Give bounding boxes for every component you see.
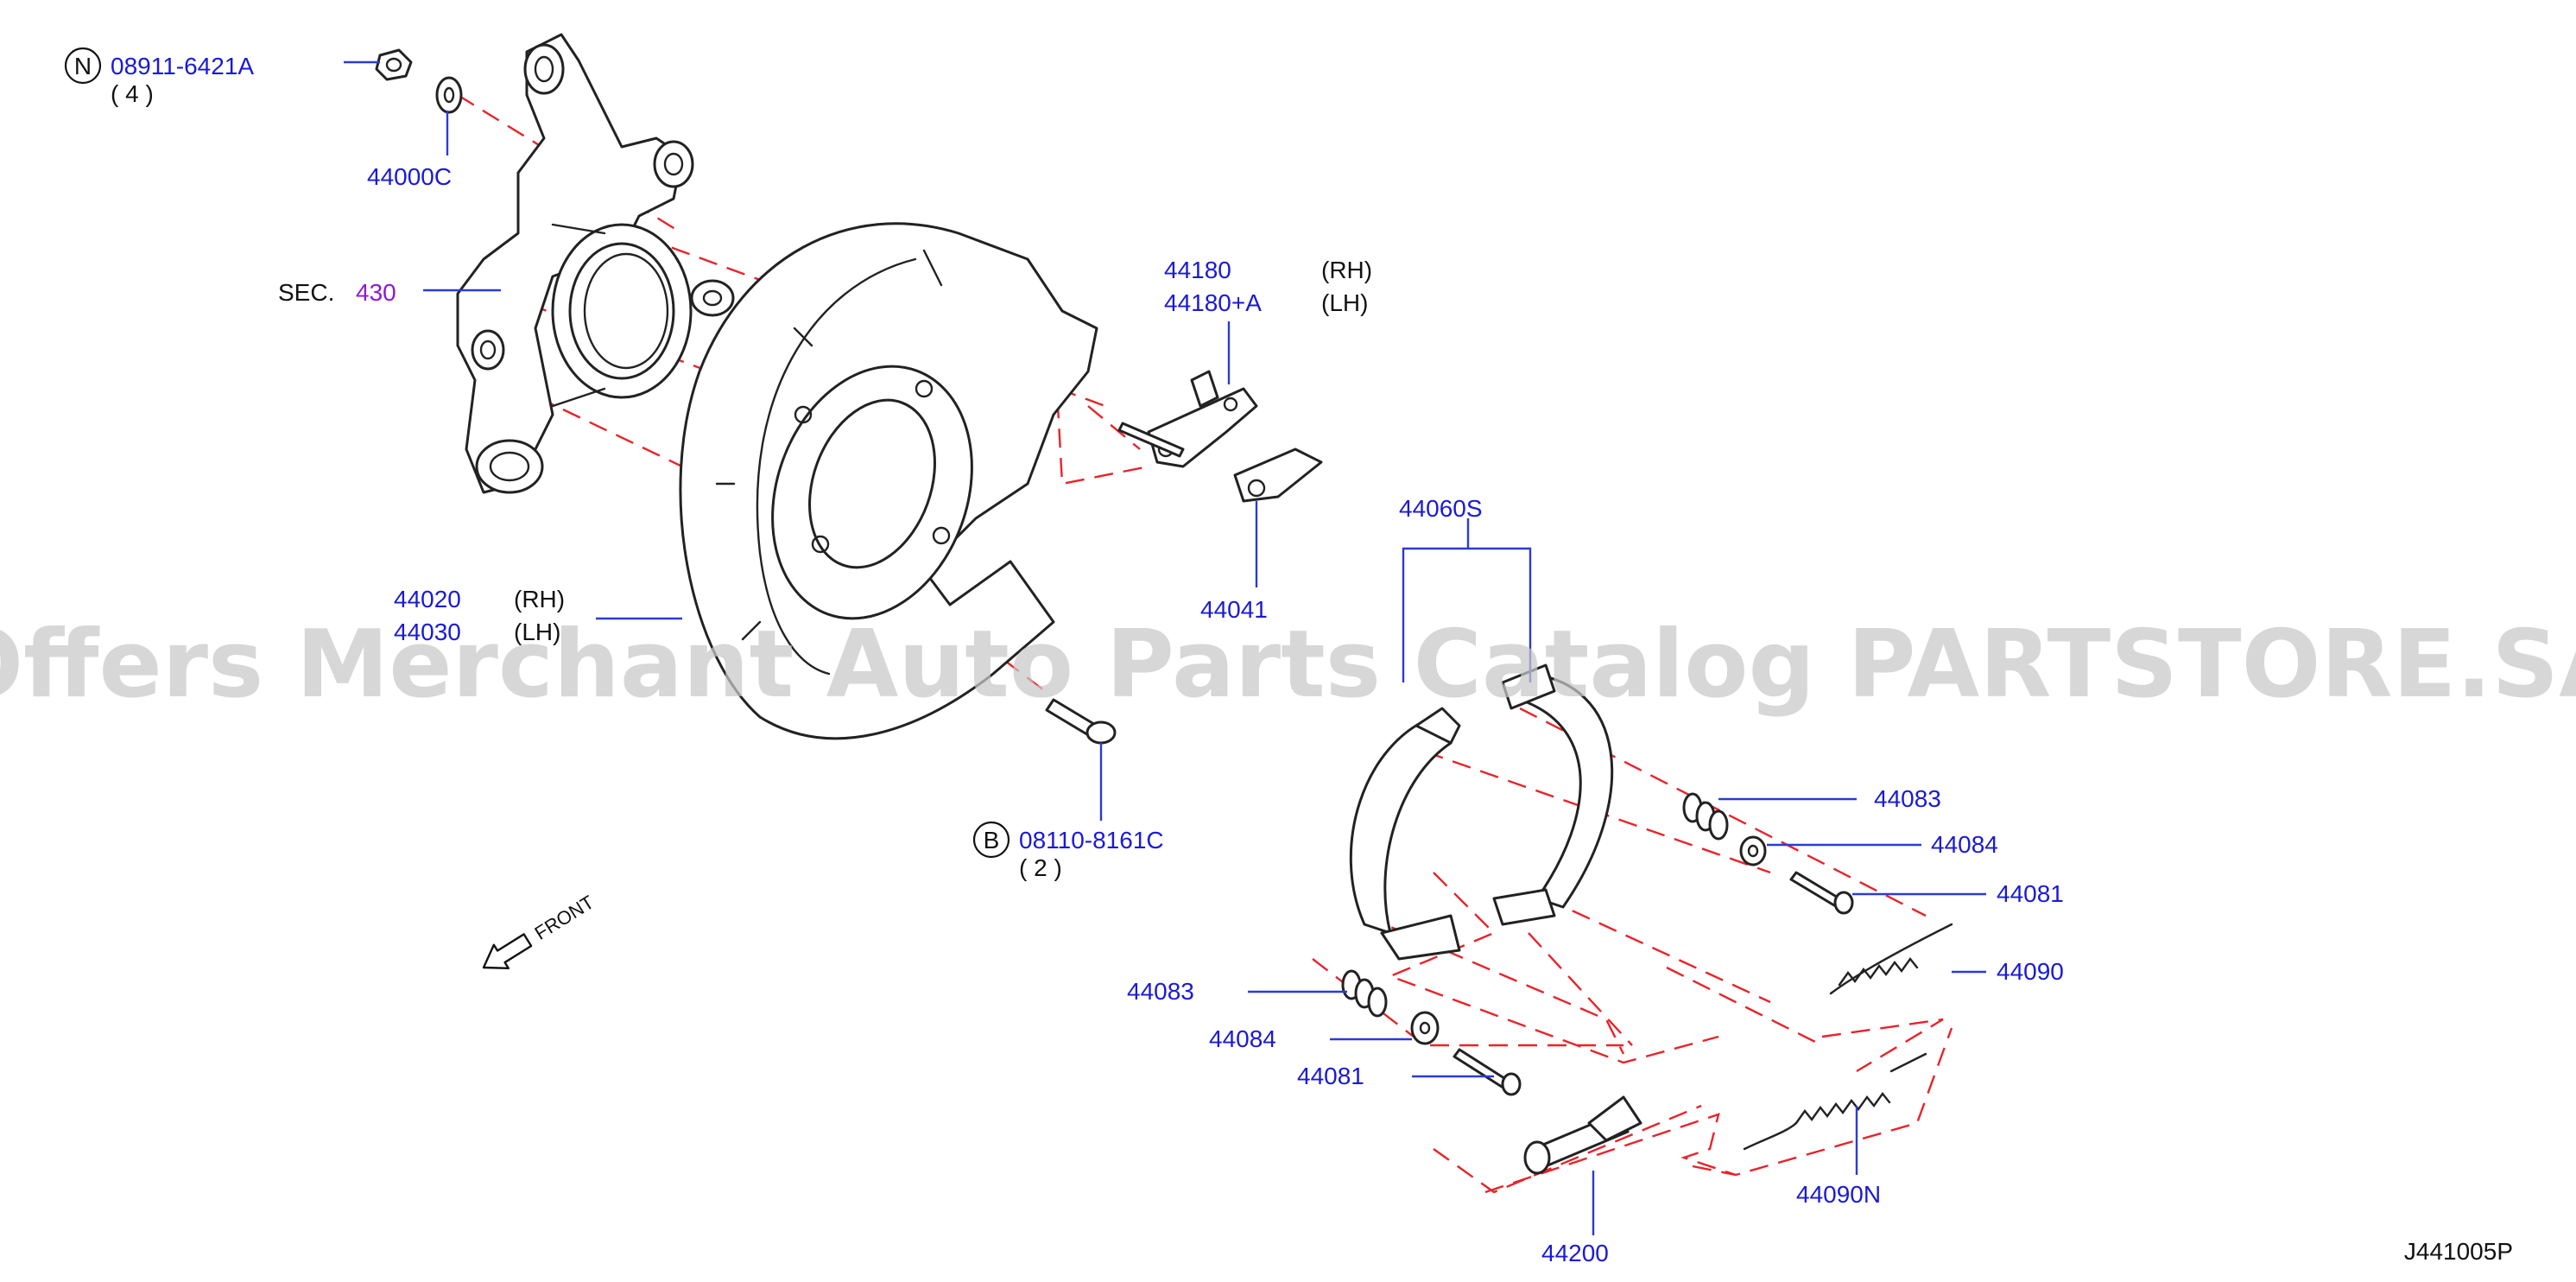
hold-down-spring-lower [1341, 969, 1388, 1018]
nut-icon [375, 48, 413, 81]
shoe-set-part-number[interactable]: 44060S [1399, 495, 1483, 522]
return-spring-n [1743, 1052, 1927, 1151]
watermark: Offers Merchant Auto Parts Catalog PARTS… [0, 611, 2576, 719]
front-arrow-icon [482, 933, 533, 970]
brake-shoe-rear [1492, 663, 1614, 926]
section-number[interactable]: 430 [356, 279, 396, 306]
callout-circle [972, 821, 1010, 859]
spring-upper-part-number[interactable]: 44083 [1874, 785, 1941, 812]
nut-quantity: ( 4 ) [111, 80, 154, 107]
retainer-upper [1739, 835, 1767, 866]
label-backing-plate: 44020 (RH) 44030 (LH) [394, 586, 565, 645]
steering-knuckle [456, 33, 735, 494]
bolt-symbol: B [984, 827, 1000, 854]
return-spring [1829, 923, 1953, 995]
lever-lh-part-number[interactable]: 44180+A [1164, 289, 1262, 316]
front-indicator: FRONT [482, 892, 598, 970]
plate-lh-side: (LH) [514, 619, 560, 645]
lever-rh-part-number[interactable]: 44180 [1164, 257, 1231, 283]
backing-plate [679, 222, 1098, 740]
hold-down-spring-upper [1682, 792, 1729, 841]
adjuster [1523, 1095, 1642, 1175]
adjuster-part-number[interactable]: 44200 [1541, 1240, 1609, 1266]
bolt-icon [1045, 698, 1117, 745]
strut [1233, 447, 1323, 503]
section-reference: SEC. 430 [278, 279, 396, 306]
label-bolt: B 08110-8161C ( 2 ) [972, 821, 1164, 881]
hold-down-pin-upper [1789, 871, 1854, 915]
plate-rh-side: (RH) [514, 586, 565, 612]
lever-rh-side: (RH) [1321, 257, 1372, 283]
section-prefix: SEC. [278, 279, 334, 306]
diagram-code: J441005P [2404, 1238, 2513, 1265]
pin-lower-part-number[interactable]: 44081 [1297, 1063, 1364, 1089]
washer-icon [435, 76, 463, 114]
bolt-part-number[interactable]: 08110-8161C [1019, 827, 1164, 854]
return-spring-part-number[interactable]: 44090 [1997, 958, 2064, 985]
pin-upper-part-number[interactable]: 44081 [1997, 880, 2064, 907]
nut-symbol: N [74, 53, 92, 79]
nut-part-number[interactable]: 08911-6421A [111, 53, 254, 79]
callout-circle [64, 47, 102, 85]
hold-down-pin-lower [1453, 1048, 1522, 1096]
plate-rh-part-number[interactable]: 44020 [394, 586, 461, 612]
bolt-quantity: ( 2 ) [1019, 854, 1062, 881]
lever-lh-side: (LH) [1321, 289, 1368, 316]
retainer-lower-part-number[interactable]: 44084 [1209, 1025, 1276, 1052]
front-label: FRONT [531, 892, 598, 944]
label-nut: N 08911-6421A ( 4 ) [64, 47, 254, 107]
brake-shoe-front [1349, 707, 1461, 961]
strut-part-number[interactable]: 44041 [1200, 596, 1268, 623]
return-spring-n-part-number[interactable]: 44090N [1796, 1181, 1881, 1208]
washer-part-number[interactable]: 44000C [367, 163, 452, 190]
label-lever: 44180 (RH) 44180+A (LH) [1164, 257, 1372, 316]
plate-lh-part-number[interactable]: 44030 [394, 619, 461, 645]
spring-lower-part-number[interactable]: 44083 [1127, 978, 1194, 1005]
leader-lines [344, 60, 1986, 1235]
parking-lever [1117, 370, 1258, 468]
retainer-upper-part-number[interactable]: 44084 [1931, 831, 1998, 858]
retainer-lower [1410, 1011, 1440, 1045]
